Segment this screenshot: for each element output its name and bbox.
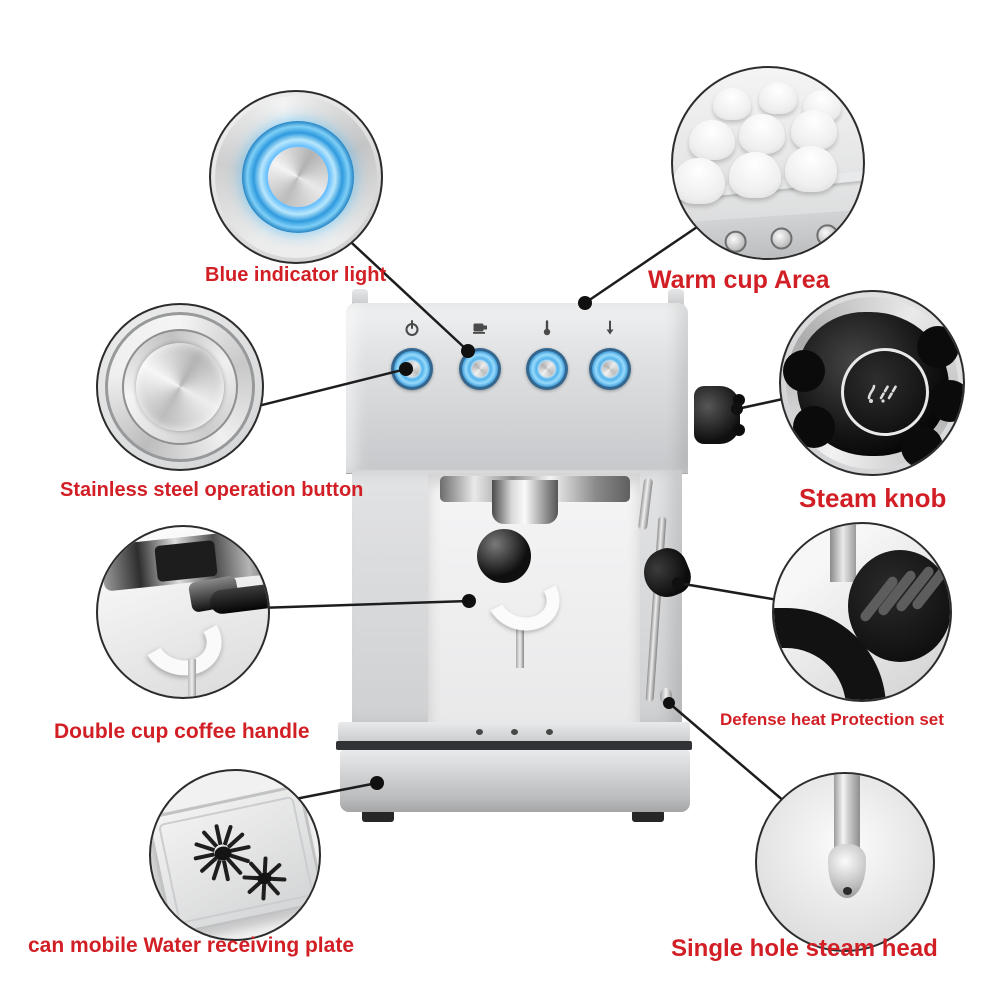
espresso-cup [759, 82, 797, 114]
espresso-cup [673, 158, 725, 204]
espresso-cup [785, 146, 837, 192]
knob-scallop [793, 406, 835, 448]
leader-dot-water-plate [370, 776, 384, 790]
panel-button-temperature [526, 348, 568, 390]
leader-line-coffee-handle [256, 599, 471, 610]
button-face [539, 361, 555, 377]
steam-icon [859, 368, 903, 412]
button-face [602, 361, 618, 377]
callout-label-blue-indicator-light: Blue indicator light [205, 264, 387, 286]
callout-bubble-steam-head [755, 772, 935, 952]
leader-line-water-plate [288, 781, 379, 802]
leader-line-operation-button [248, 367, 408, 410]
steam-pipe [830, 524, 856, 582]
portafilter-stem [516, 620, 524, 668]
espresso-cup [729, 152, 781, 198]
portafilter-ball-handle [477, 529, 531, 583]
callout-bubble-blue-indicator-light [209, 90, 383, 264]
espresso-cup [713, 88, 751, 120]
leader-dot-coffee-handle [462, 594, 476, 608]
blue-led-ring [529, 351, 565, 387]
knob-scallop [901, 426, 943, 468]
callout-bubble-water-plate [149, 769, 321, 941]
panel-button-small [769, 226, 794, 251]
drip-tray-hole [546, 729, 553, 735]
machine-top-tab-left [352, 289, 368, 305]
power-icon [403, 319, 421, 337]
temperature-icon [538, 319, 556, 337]
callout-bubble-heat-protection [772, 522, 952, 702]
group-head-cylinder [492, 480, 558, 524]
callout-label-warm-cup-area: Warm cup Area [648, 266, 830, 294]
steam-wand-icon [601, 319, 619, 337]
plate-inner-lip [157, 795, 315, 925]
panel-button-steam [589, 348, 631, 390]
leader-dot-steam-head [663, 697, 675, 709]
knob-scallop [929, 380, 963, 422]
panel-button-small [815, 223, 840, 248]
callout-label-steam-knob: Steam knob [799, 483, 947, 513]
drip-tray-rim [336, 741, 692, 750]
group-head-block [154, 539, 218, 583]
callout-bubble-steam-knob [779, 290, 965, 476]
machine-steam-knob [694, 386, 745, 444]
machine-foot-right [632, 810, 664, 822]
espresso-cup [791, 110, 837, 150]
machine-top-tab-right [668, 289, 684, 305]
coffee-maker-icon [471, 319, 489, 337]
steel-button-face-closeup [268, 147, 328, 207]
callout-label-steam-head: Single hole steam head [671, 935, 938, 962]
leader-dot-steam-knob [731, 403, 743, 415]
knob-scallop [917, 326, 959, 368]
steel-button-face [136, 343, 224, 431]
machine-front-panel [673, 208, 863, 258]
callout-bubble-double-cup-handle [96, 525, 270, 699]
drip-tray-plate [151, 783, 319, 937]
leader-dot-heat-protection [672, 577, 684, 589]
callout-label-heat-protection: Defense heat Protection set [720, 710, 944, 729]
leader-dot-warm-cup-area [578, 296, 592, 310]
button-face [472, 361, 488, 377]
leader-dot-blue-indicator [461, 344, 475, 358]
callout-label-water-plate: can mobile Water receiving plate [28, 934, 354, 957]
machine-base-front [340, 750, 690, 812]
callout-label-double-cup-handle: Double cup coffee handle [54, 720, 310, 743]
panel-button-small [723, 229, 748, 254]
portafilter-stem-closeup [188, 659, 196, 697]
leader-line-heat-protection [676, 581, 786, 603]
callout-bubble-warm-cup-area [671, 66, 865, 260]
single-steam-hole [843, 887, 852, 895]
drip-tray-hole [511, 729, 518, 735]
leader-line-steam-head [667, 701, 794, 810]
knob-scallop [783, 350, 825, 392]
machine-foot-left [362, 810, 394, 822]
callout-label-stainless-operation-button: Stainless steel operation button [60, 479, 364, 501]
espresso-cup [739, 114, 785, 154]
blue-led-ring [592, 351, 628, 387]
leader-dot-operation-button [399, 362, 413, 376]
panel-button-small [677, 233, 702, 257]
drip-tray-hole [476, 729, 483, 735]
drip-tray-top [338, 722, 690, 742]
steam-wand-rod-closeup [834, 774, 860, 854]
callout-bubble-stainless-operation-button [96, 303, 264, 471]
espresso-cup [689, 120, 735, 160]
leader-line-blue-indicator [338, 230, 470, 353]
